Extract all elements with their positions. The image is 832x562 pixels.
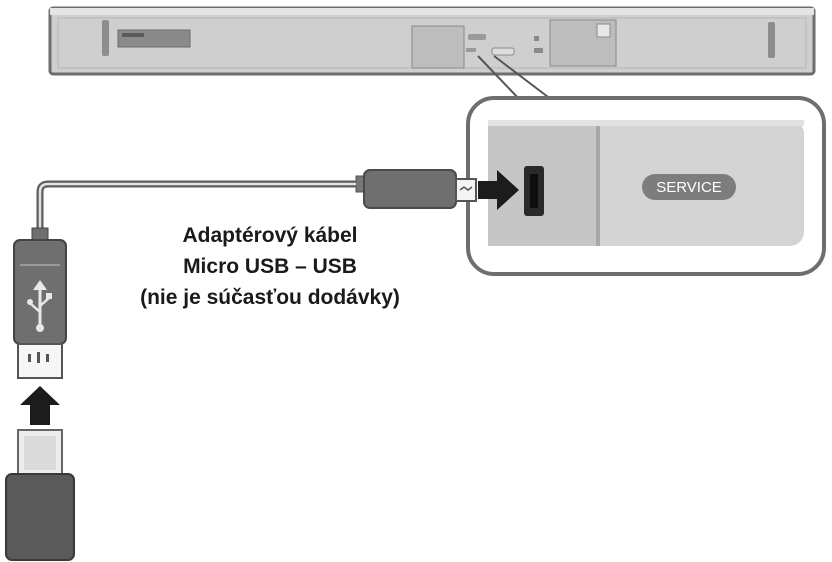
micro-usb-plug <box>355 169 477 209</box>
magnified-port-panel: SERVICE <box>466 96 826 276</box>
usb-storage-device <box>5 429 75 561</box>
arrow-up-icon <box>20 386 60 425</box>
soundbar-label-plate <box>117 29 191 48</box>
cable-caption: Adaptérový kábel Micro USB – USB (nie je… <box>60 220 480 313</box>
soundbar-port-recess <box>411 25 465 69</box>
service-badge <box>642 174 736 200</box>
caption-line-2: Micro USB – USB <box>183 255 357 278</box>
soundbar-right-slot <box>768 22 775 58</box>
caption-line-3: (nie je súčasťou dodávky) <box>140 286 400 309</box>
soundbar <box>48 6 816 76</box>
caption-line-1: Adaptérový kábel <box>182 224 358 247</box>
service-label: SERVICE <box>656 179 722 196</box>
soundbar-left-slot <box>102 20 109 56</box>
arrow-right-icon <box>478 170 519 210</box>
usb-icon <box>27 280 52 332</box>
zoom-callout <box>477 55 553 101</box>
